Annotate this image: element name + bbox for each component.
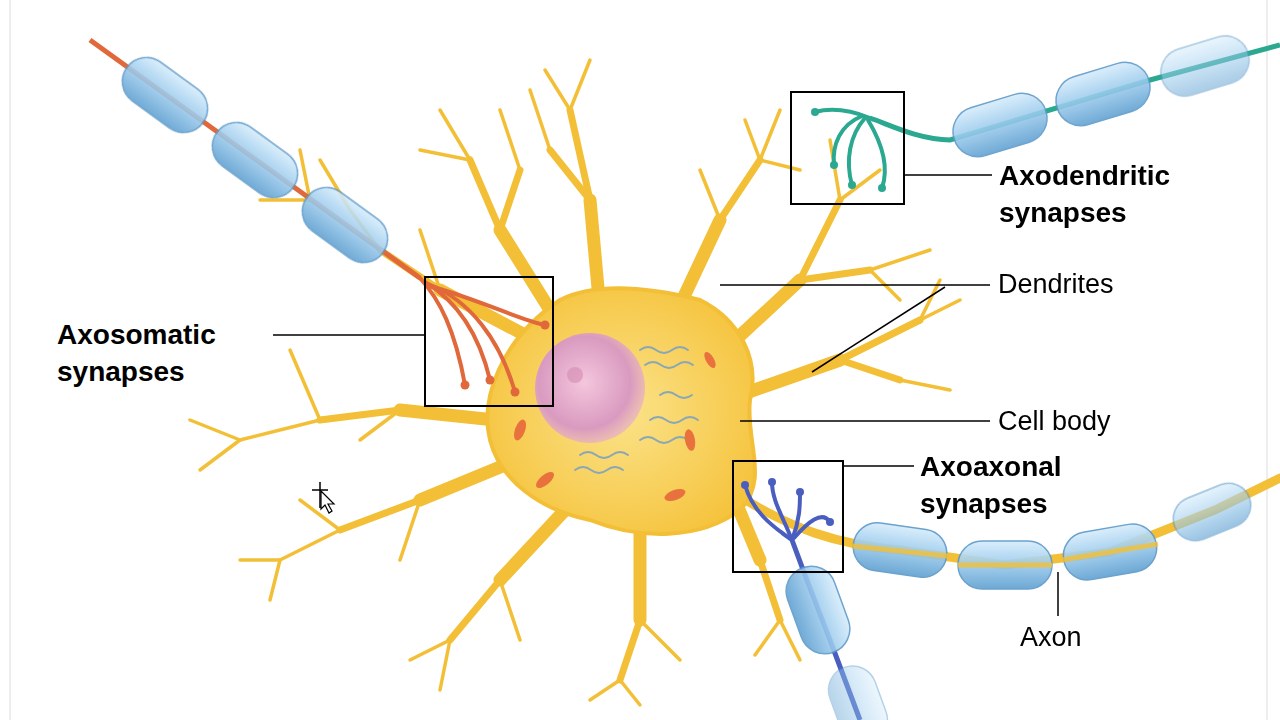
myelin-sheaths: [113, 48, 397, 272]
myelin-sheaths: [850, 477, 1257, 589]
myelin-sheaths: [779, 559, 894, 720]
part-label: Axosomatic synapses: [57, 316, 269, 390]
part-label: Cell body: [998, 403, 1198, 440]
axon-terminals: [420, 278, 545, 392]
terminal-knobs: [811, 108, 886, 192]
terminal-knobs: [461, 321, 550, 397]
nucleolus: [567, 367, 583, 383]
axon-terminals: [745, 482, 830, 540]
part-label: Axoaxonal synapses: [920, 448, 1120, 522]
mouse-cursor: [312, 482, 334, 513]
highlight-box: [425, 92, 904, 572]
terminal-knobs: [741, 478, 834, 526]
dendrites: [190, 60, 960, 705]
page-edge: [1267, 0, 1268, 720]
nucleus: [535, 333, 645, 443]
leader-line: [273, 175, 1058, 616]
axon-terminals: [815, 110, 885, 188]
axon-inside-sheath: [852, 544, 1158, 565]
presynaptic-axon: [90, 40, 420, 278]
part-label: Axodendritic synapses: [999, 157, 1229, 231]
part-label: Axon: [1020, 619, 1140, 656]
cell-body-shape: [488, 288, 756, 533]
part-label: Dendrites: [998, 266, 1198, 303]
page-edge: [10, 0, 11, 720]
myelin-sheaths: [947, 30, 1255, 163]
